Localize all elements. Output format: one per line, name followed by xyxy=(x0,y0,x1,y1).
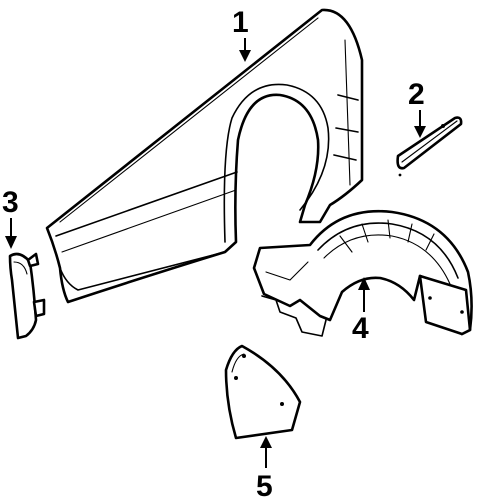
splash-shield-part xyxy=(224,344,302,440)
callout-label-4: 4 xyxy=(352,312,369,345)
leader-arrow-4 xyxy=(358,277,370,290)
shield-fastener-a xyxy=(234,376,238,380)
shield-fastener-b xyxy=(242,354,246,358)
front-extension-part xyxy=(8,252,46,340)
callout-3: 3 xyxy=(2,186,19,249)
leader-arrow-2 xyxy=(414,126,426,138)
fender-part xyxy=(45,8,364,304)
molding-clip xyxy=(398,173,402,177)
callout-label-1: 1 xyxy=(232,6,249,39)
callout-label-2: 2 xyxy=(408,78,425,111)
callout-label-5: 5 xyxy=(256,470,273,500)
molding-part xyxy=(396,116,463,177)
liner-fastener-a xyxy=(428,296,432,300)
callout-1: 1 xyxy=(232,6,251,62)
shield-fastener-c xyxy=(280,402,284,406)
liner-fastener-b xyxy=(460,310,464,314)
leader-arrow-3 xyxy=(5,236,17,249)
leader-arrow-5 xyxy=(260,436,272,448)
callout-4: 4 xyxy=(352,277,370,345)
callout-2: 2 xyxy=(408,78,426,138)
fender-liner-part xyxy=(252,209,473,337)
callout-label-3: 3 xyxy=(2,186,19,219)
callout-5: 5 xyxy=(256,436,273,500)
leader-arrow-1 xyxy=(239,50,251,62)
molding-stud xyxy=(441,124,445,128)
